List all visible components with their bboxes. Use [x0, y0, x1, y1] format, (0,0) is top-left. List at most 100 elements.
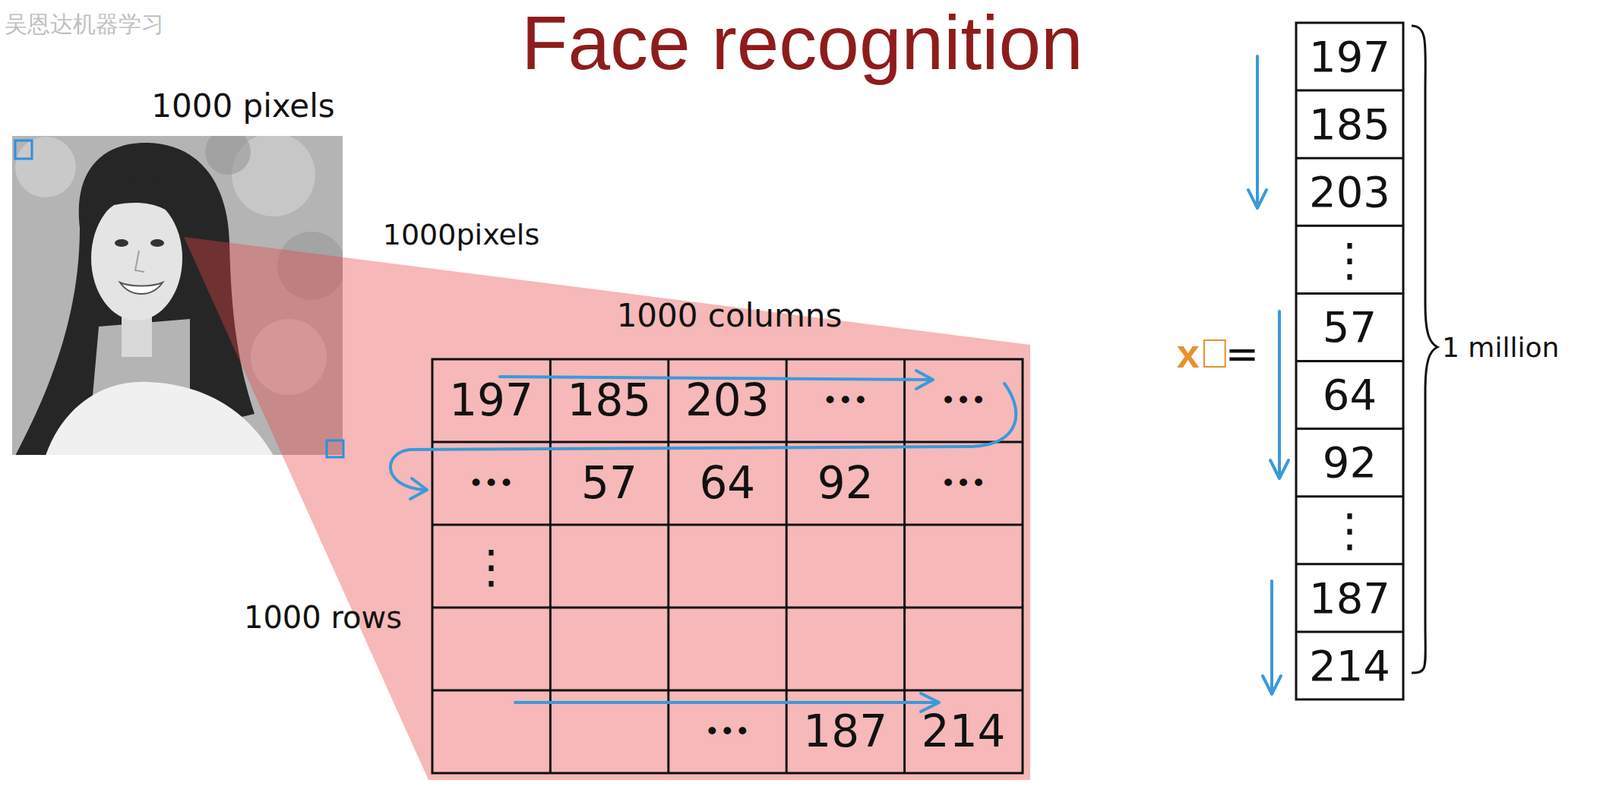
scan-arrows [390, 56, 1289, 712]
pixel-value-text: 64 [698, 459, 756, 509]
vector-line [1296, 562, 1404, 566]
dimension-label-text: 1 million [1441, 332, 1559, 364]
scan-arrow [515, 701, 938, 705]
dimension-label-text: 1000pixels [382, 219, 540, 252]
dimension-label: 1000pixels [361, 215, 561, 256]
pixel-value-text: 203 [685, 376, 770, 426]
title: Face recognition [422, 0, 1183, 86]
pixel-value-text: 185 [567, 376, 652, 426]
grid-line [432, 689, 1023, 693]
vector-entry-text: ⋮ [1327, 234, 1373, 285]
pixel-value: 64 [670, 443, 785, 524]
dimension-label: 1 million [1441, 326, 1597, 370]
grid-line [549, 359, 552, 774]
pixel-value-text: ⋮ [468, 541, 515, 592]
order-arrow [1270, 581, 1274, 693]
eye [114, 239, 129, 247]
vector-entry-text: 57 [1322, 303, 1377, 351]
vector-entry: 64 [1297, 363, 1402, 428]
pixel-value: ••• [433, 443, 549, 524]
pixel-value-text: ••• [940, 386, 987, 415]
vector-line [1296, 495, 1404, 498]
vector-entry: ⋮ [1297, 498, 1402, 563]
arrow-head [1248, 189, 1267, 209]
dimension-label-text: 1000 rows [243, 600, 402, 635]
arrow-head [410, 478, 427, 500]
vector-entry-text: 64 [1322, 371, 1377, 419]
grid-line [785, 359, 788, 774]
pixel-value: 197 [433, 360, 549, 441]
dimension-label: 1000 rows [227, 597, 418, 639]
vector-entry-text: 214 [1309, 642, 1391, 690]
eye [150, 239, 165, 247]
smile [120, 282, 163, 295]
pixel-value: ••• [906, 443, 1022, 524]
pixel-value-text: 187 [803, 708, 888, 757]
vector-entry: 185 [1297, 91, 1402, 157]
pixel-value: 187 [787, 692, 903, 772]
zoom-region [183, 237, 1031, 781]
vector-line [1296, 630, 1404, 633]
vector-line [1296, 360, 1404, 363]
grid-line [432, 441, 1023, 444]
pixel-grid [432, 359, 1023, 774]
pixel-value: 185 [551, 360, 667, 441]
pixel-value-text: 92 [817, 459, 874, 509]
background-blur [15, 136, 76, 198]
vector-entry: 187 [1297, 566, 1402, 631]
pixel-value-text: ••• [704, 717, 750, 747]
vector-entry: 92 [1297, 430, 1402, 496]
equals-sign-text: = [1225, 332, 1259, 377]
vector-line [1296, 157, 1404, 160]
pixel-value-text: ••• [467, 469, 514, 498]
order-arrow [1277, 311, 1281, 478]
vector-entry-text: 203 [1309, 168, 1391, 216]
arrow-head [1270, 460, 1289, 479]
vector-entry-text: 185 [1309, 101, 1391, 149]
pixel-value: ••• [670, 692, 785, 772]
equals-sign: = [1222, 325, 1262, 383]
pixel-value-text: ••• [822, 386, 869, 415]
arrow-head [916, 370, 933, 389]
pixel-value-text: 57 [581, 459, 638, 509]
arrow-head [1262, 676, 1281, 695]
brace [1411, 25, 1438, 674]
vector-entry: 57 [1297, 294, 1402, 360]
shirt [45, 382, 274, 456]
vector-line [1296, 292, 1404, 295]
pixel-value-text: ••• [940, 469, 987, 498]
dimension-label: 1000 pixels [129, 85, 358, 128]
vector-entry: 203 [1297, 159, 1402, 225]
pixel-value-text: 197 [449, 376, 534, 426]
vector-entry-text: 187 [1309, 575, 1391, 623]
pixel-value-text: 214 [921, 708, 1006, 757]
vector-symbol-text: x⃗ [1176, 331, 1231, 377]
vector-entry-text: 197 [1309, 33, 1391, 81]
vector-symbol: x⃗ [1173, 325, 1234, 383]
vector-entry-text: ⋮ [1327, 505, 1373, 556]
vector-entry: 197 [1297, 24, 1402, 89]
watermark: 吴恩达机器学习 [4, 6, 400, 42]
pixel-value: 92 [787, 443, 903, 524]
dimension-label-text: 1000 pixels [151, 88, 336, 124]
face [91, 196, 183, 321]
pixel-value: ••• [787, 360, 903, 441]
grid-line [432, 524, 1023, 527]
background-blur [205, 135, 251, 175]
vector-entry: ⋮ [1297, 227, 1402, 292]
pixel-value: 57 [551, 443, 667, 524]
dimension-label-text: 1000 columns [616, 298, 843, 334]
nose [135, 250, 145, 272]
grid-line [432, 607, 1023, 610]
pixel-marker [326, 440, 344, 458]
pixel-value: 214 [906, 692, 1022, 772]
grid-line [667, 359, 670, 774]
vector-column [1296, 22, 1404, 700]
dimension-label: 1000 columns [581, 294, 878, 338]
grid-line [903, 359, 906, 774]
title-text: Face recognition [521, 0, 1083, 85]
vector-entry: 214 [1297, 633, 1402, 699]
vector-line [1296, 224, 1404, 228]
grid-border [432, 359, 1023, 774]
